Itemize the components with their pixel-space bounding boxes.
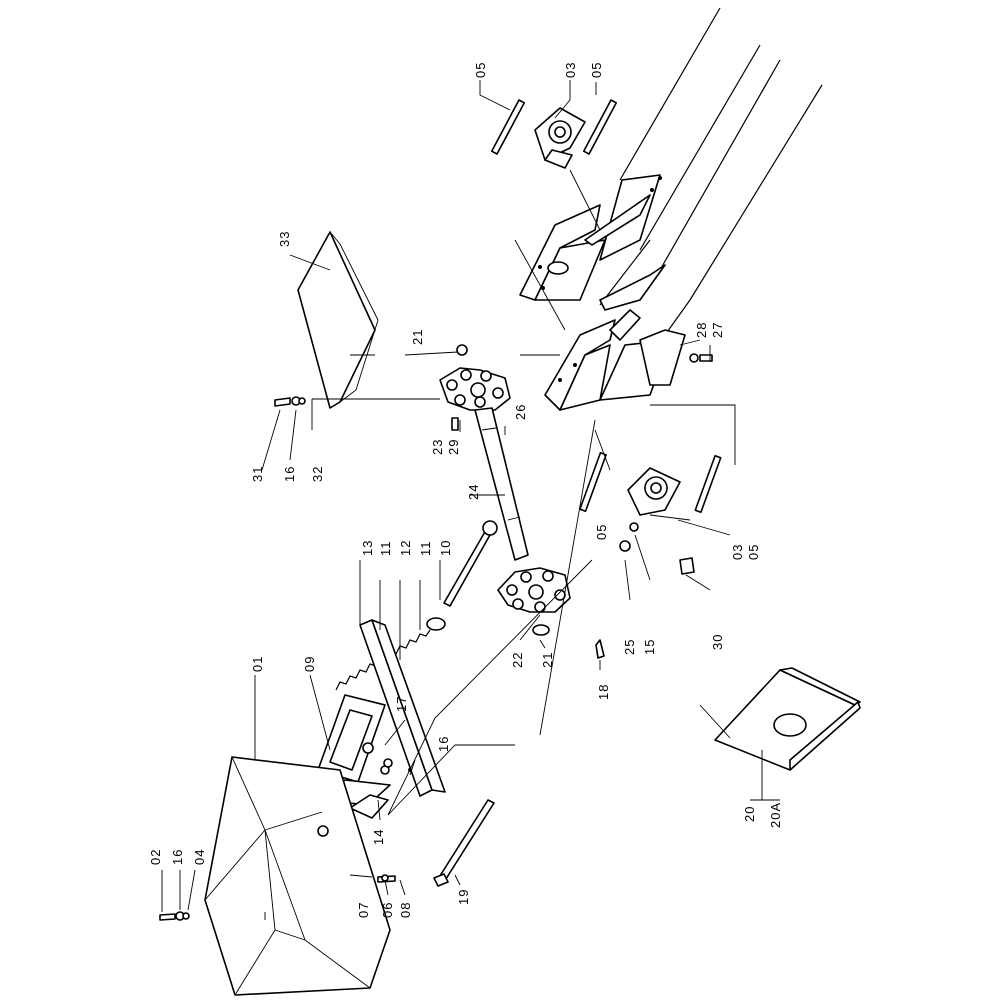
callout-24: 24 [466,484,481,500]
callout-12: 12 [398,540,413,556]
cover-plate [297,231,379,409]
callout-05-upper-right: 05 [589,62,604,78]
callout-05-lower-right: 05 [746,544,761,560]
upper-sprocket [439,367,511,411]
callout-15: 15 [642,639,657,655]
channel-rail [359,619,446,797]
callout-23: 23 [430,439,445,455]
callout-18: 18 [596,684,611,700]
callout-27: 27 [710,322,725,338]
leader-lines [161,80,780,920]
upper-side-plate [519,194,666,311]
callout-20: 20 [742,806,757,822]
callout-22: 22 [510,652,525,668]
callout-21-lower: 21 [540,652,555,668]
lower-bearing-assembly [579,451,722,516]
callout-13: 13 [360,540,375,556]
callout-04: 04 [192,849,207,865]
callout-32: 32 [310,466,325,482]
callout-07: 07 [356,902,371,918]
callout-20a: 20A [768,802,783,828]
callout-21-upper: 21 [410,329,425,345]
tension-bolt [426,520,498,631]
callout-03-lower: 03 [730,544,745,560]
callout-11-upper: 11 [378,541,393,557]
callout-17: 17 [394,696,409,712]
callout-08: 08 [398,902,413,918]
callout-29: 29 [446,439,461,455]
callout-30: 30 [710,634,725,650]
callout-16-left: 16 [170,849,185,865]
callout-16-mid: 16 [436,736,451,752]
callout-33: 33 [277,231,292,247]
callout-14: 14 [371,829,386,845]
callout-09: 09 [302,656,317,672]
callout-26: 26 [513,404,528,420]
callout-19: 19 [456,889,471,905]
drive-shaft [456,344,529,561]
callout-05-upper-left: 05 [473,62,488,78]
hopper-box [204,756,391,996]
callout-02: 02 [148,849,163,865]
upper-bearing-assembly [490,99,618,169]
lower-sprocket [497,567,571,636]
lower-side-plate [544,309,686,411]
callout-31: 31 [250,466,265,482]
callout-06: 06 [380,902,395,918]
callout-11-lower: 11 [418,541,433,557]
callout-03-upper: 03 [563,62,578,78]
callout-28: 28 [694,322,709,338]
fasteners [159,353,713,921]
callout-labels: 05 03 05 33 21 28 27 26 23 29 31 16 32 2… [148,62,783,918]
callout-25: 25 [622,639,637,655]
guard-chute [714,667,861,771]
long-bolt [433,799,495,887]
callout-01: 01 [250,656,265,672]
callout-10: 10 [438,540,453,556]
callout-05-lower-left: 05 [594,524,609,540]
callout-16-top: 16 [282,466,297,482]
